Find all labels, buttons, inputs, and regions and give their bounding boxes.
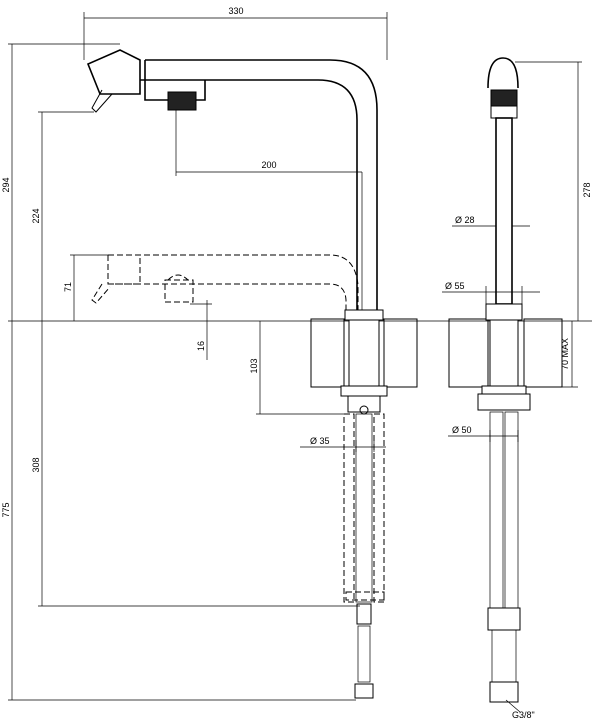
dim-counter-thickness: 70 MAX (560, 338, 570, 370)
dim-total-height: 294 (1, 177, 11, 192)
dim-shank-length: 103 (249, 358, 259, 373)
dim-spout-height-down: 71 (63, 282, 73, 292)
counter-slab-side (448, 318, 563, 388)
dim-total-width: 330 (228, 6, 243, 16)
dim-lines-front (8, 12, 388, 701)
dim-base-diameter: Ø 55 (445, 281, 465, 291)
dim-nut-diameter: Ø 50 (452, 425, 472, 435)
hoses-front (343, 413, 385, 699)
dim-spout-diameter: Ø 28 (455, 215, 475, 225)
hoses-side (487, 411, 521, 703)
dim-connection: G3/8" (512, 710, 535, 720)
dim-hose-length: 308 (31, 457, 41, 472)
spout-head-lower-dashed (91, 254, 359, 310)
dim-side-height: 278 (582, 182, 592, 197)
dim-step: 16 (196, 341, 206, 351)
dim-spout-reach: 200 (261, 160, 276, 170)
counter-slab-front (310, 318, 418, 388)
spout-head-upper (86, 49, 206, 113)
dim-overall-length: 775 (1, 502, 11, 517)
dim-spout-height: 224 (31, 208, 41, 223)
faucet-body-front (140, 59, 388, 415)
faucet-body-side (477, 57, 531, 411)
dim-lines-side (442, 61, 582, 713)
dim-body-diameter: Ø 35 (310, 436, 330, 446)
